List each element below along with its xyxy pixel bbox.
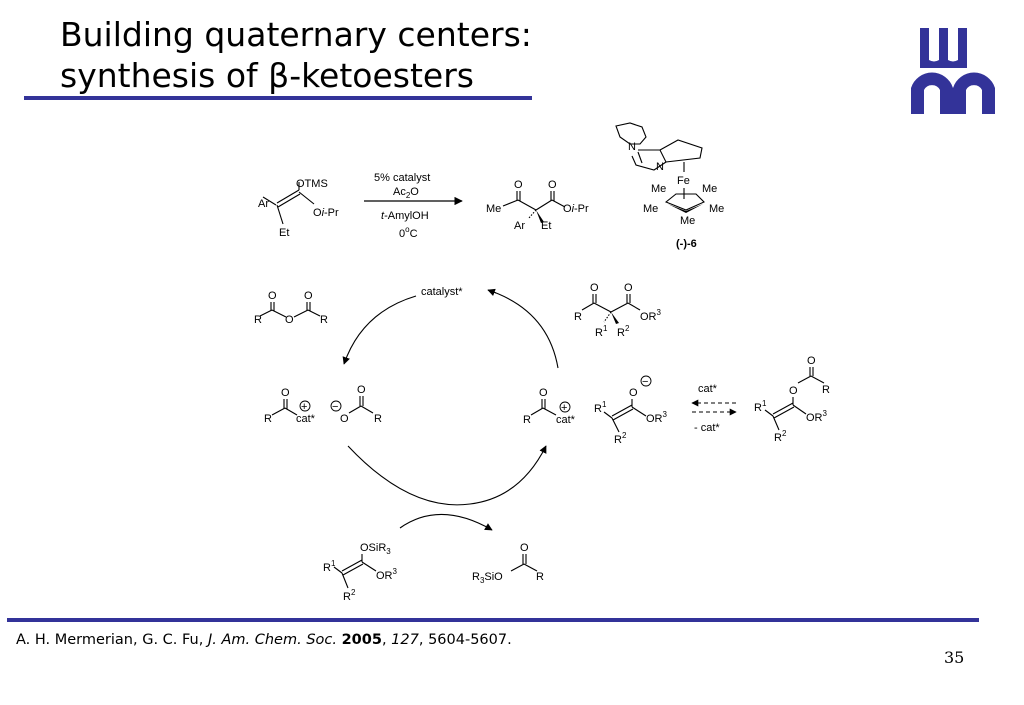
carboxylate-r: R [374, 413, 382, 425]
ska-r1: R1 [323, 559, 336, 574]
citation-pages: , 5604-5607. [418, 632, 512, 648]
enolate-minus: − [642, 376, 648, 388]
reaction-arrow-conditions: 5% catalyst Ac2O t-AmylOH 0oC [364, 172, 463, 240]
acyl-catalyst-carboxylate: O R + cat* O − O R [264, 384, 382, 425]
cycle-catalyst-label: catalyst* [421, 286, 463, 298]
me-label-2: Me [702, 183, 717, 195]
carboxylate-minus: − [332, 401, 338, 413]
oacyl-o-top: O [807, 355, 816, 367]
me-label: Me [486, 203, 501, 215]
pyridine-n-label: N [656, 161, 664, 173]
acyl2-plus: + [561, 402, 567, 414]
silyl-ester-r: R [536, 571, 544, 583]
equilibrium-arrows: cat* - cat* [691, 383, 737, 434]
reaction-temperature: 0oC [399, 225, 418, 240]
anhydride-r2: R [320, 314, 328, 326]
silyl-ester: O R3SiO R [472, 542, 544, 585]
carboxylate-o-minus: O [340, 413, 349, 425]
reagent-anhydride: Ac2O [393, 186, 419, 200]
cp-r2: R2 [617, 324, 630, 339]
cp-o1: O [590, 282, 599, 294]
oipr-label: Oi-Pr [313, 207, 339, 219]
cp-r1: R1 [595, 324, 608, 339]
ketone-o-label: O [514, 179, 523, 191]
footer-rule [7, 618, 979, 622]
anhydride-o1: O [268, 290, 277, 302]
anhydride-r1: R [254, 314, 262, 326]
product-oipr-label: Oi-Pr [563, 203, 589, 215]
product-ar-label: Ar [514, 220, 525, 232]
cp-o2: O [624, 282, 633, 294]
citation-year: 2005 [341, 632, 382, 648]
acyl-o: O [281, 387, 290, 399]
me-label-5: Me [680, 215, 695, 227]
silyl-ketene-acetal: OTMS Ar Oi-Pr Et [258, 178, 339, 239]
title-line-2: synthesis of β-ketoesters [60, 55, 532, 96]
equilibrium-minus-catstar: - cat* [694, 422, 720, 434]
page-number: 35 [944, 648, 965, 667]
acyl2-o: O [539, 387, 548, 399]
literature-citation: A. H. Mermerian, G. C. Fu, J. Am. Chem. … [16, 632, 512, 648]
me-label-1: Me [651, 183, 666, 195]
product-et-label: Et [541, 220, 551, 232]
anhydride: O O R O R [254, 290, 328, 326]
slide-title: Building quaternary centers: synthesis o… [60, 14, 532, 96]
silyl-ester-o: O [520, 542, 529, 554]
acyl-catalyst-enolate: O R + cat* O − R1 OR3 R2 [523, 375, 668, 446]
enolate-or3: OR3 [646, 410, 668, 425]
ester-o-label: O [548, 179, 557, 191]
cycle-ketoester-product: O O R OR3 R1 R2 [574, 282, 662, 339]
beta-ketoester-product: O O Me Oi-Pr Ar Et [486, 179, 589, 232]
catalytic-cycle: catalyst* [342, 286, 559, 531]
cp-r: R [574, 311, 582, 323]
me-label-4: Me [709, 203, 724, 215]
oacyl-r: R [822, 384, 830, 396]
silyl-ketene-acetal-general: OSiR3 R1 OR3 R2 [323, 542, 398, 603]
cp-or3: OR3 [640, 308, 662, 323]
me-label-3: Me [643, 203, 658, 215]
anhydride-o-bridge: O [285, 314, 294, 326]
carboxylate-o: O [357, 384, 366, 396]
citation-volume: 127 [391, 632, 419, 648]
oacyl-r2: R2 [774, 429, 787, 444]
university-logo-icon [911, 28, 995, 114]
enolate-r1: R1 [594, 400, 607, 415]
otms-label: OTMS [296, 178, 328, 190]
oacyl-r1: R1 [754, 399, 767, 414]
acyl-catstar: cat* [296, 413, 316, 425]
ar-label: Ar [258, 198, 269, 210]
acyl2-r: R [523, 414, 531, 426]
title-beta-symbol: β [268, 56, 290, 95]
catalyst-6-structure: N N Fe Me Me Me Me Me (-)-6 [615, 122, 724, 250]
citation-authors: A. H. Mermerian, G. C. Fu, [16, 632, 208, 648]
et-label: Et [279, 227, 289, 239]
osir3-label: OSiR3 [360, 542, 391, 556]
oacyl-o-link: O [789, 385, 798, 397]
acyl-r: R [264, 413, 272, 425]
anhydride-o2: O [304, 290, 313, 302]
oacyl-or3: OR3 [806, 409, 828, 424]
ska-r2: R2 [343, 588, 356, 603]
title-line-1: Building quaternary centers: [60, 15, 532, 54]
enolate-o: O [629, 387, 638, 399]
ska-or3: OR3 [376, 567, 398, 582]
title-underline [24, 96, 532, 100]
enolate-r2: R2 [614, 431, 627, 446]
title-line-2-suffix: -ketoesters [289, 56, 474, 95]
reaction-solvent: t-AmylOH [381, 210, 429, 222]
silyl-ester-r3sio: R3SiO [472, 571, 503, 585]
citation-journal: J. Am. Chem. Soc. [207, 632, 337, 648]
pyrrolidine-n-label: N [628, 141, 636, 153]
reagent-catalyst: 5% catalyst [374, 172, 430, 184]
citation-sep: , [381, 632, 392, 648]
catalyst-6-label: (-)-6 [676, 238, 697, 250]
acyl-plus: + [301, 401, 307, 413]
equilibrium-catstar: cat* [698, 383, 718, 395]
acyl2-catstar: cat* [556, 414, 576, 426]
fe-label: Fe [677, 175, 690, 187]
title-line-2-prefix: synthesis of [60, 56, 269, 95]
o-acyl-enol: O R O R1 OR3 R2 [754, 355, 830, 444]
